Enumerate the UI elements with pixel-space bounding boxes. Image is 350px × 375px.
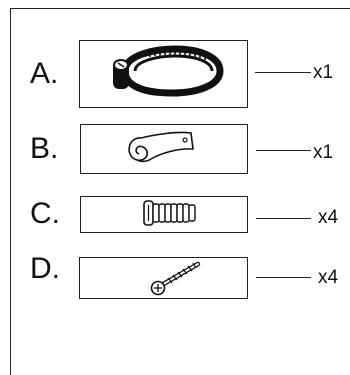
panel-top-border [10,8,350,9]
part-box-b [80,124,248,174]
part-letter-b: B. [30,132,59,165]
part-box-c [80,196,248,233]
part-box-a [79,40,248,108]
panel-left-border [10,8,11,375]
part-letter-c: C. [30,197,60,230]
leader-line-b [256,150,311,151]
threaded-screw-icon [143,200,196,226]
quantity-a: x1 [313,62,334,83]
quantity-c: x4 [318,207,339,228]
quantity-b: x1 [313,142,334,163]
strap-icon [128,131,194,163]
hose-clamp-icon [113,45,224,97]
part-letter-a: A. [30,57,59,90]
part-letter-d: D. [30,252,60,285]
wood-screw-icon [150,261,201,296]
part-box-d [79,257,248,299]
leader-line-a [255,72,311,73]
leader-line-d [256,277,311,278]
quantity-d: x4 [318,267,339,288]
leader-line-c [256,218,311,219]
